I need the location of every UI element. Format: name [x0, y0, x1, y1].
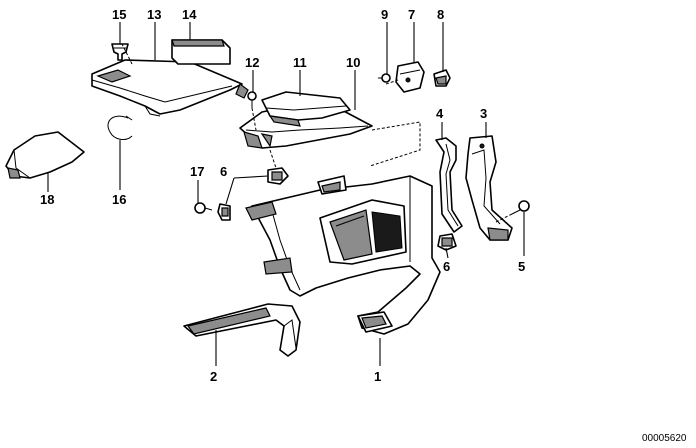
part-8-clip [433, 69, 451, 87]
callout-3: 3 [480, 106, 487, 121]
part-7-mounting-bracket [395, 61, 425, 93]
part-16-spring-clip [107, 115, 133, 140]
callout-16: 16 [112, 192, 126, 207]
callout-9: 9 [381, 7, 388, 22]
part-15-push-clip [111, 43, 129, 61]
callout-8: 8 [437, 7, 444, 22]
leader-lines [47, 22, 525, 366]
callout-18: 18 [40, 192, 54, 207]
document-number: 00005620 [642, 433, 687, 444]
callout-2: 2 [210, 369, 217, 384]
part-3-support-bracket [465, 135, 513, 241]
callout-12: 12 [245, 55, 259, 70]
callout-15: 15 [112, 7, 126, 22]
callout-labels: 1 2 3 4 5 6 6 7 8 9 10 11 12 13 14 15 16… [40, 7, 525, 384]
part-18-cover-cap [5, 131, 85, 179]
part-17-screw [194, 202, 213, 214]
part-12-screw [247, 91, 257, 108]
callout-14: 14 [182, 7, 197, 22]
part-9-screw [378, 73, 391, 83]
assembly-line-10 [369, 121, 421, 167]
part-1-console-side-panel [245, 175, 441, 335]
callout-10: 10 [346, 55, 360, 70]
part-6-nut-upper [267, 167, 289, 185]
part-6-nut-lower [437, 233, 457, 251]
part-2-trim-strip [183, 303, 301, 357]
callout-6-upper: 6 [220, 164, 227, 179]
callout-7: 7 [408, 7, 415, 22]
callout-11: 11 [293, 55, 307, 70]
part-11-duct [261, 91, 351, 127]
assembly-line-6-upper [269, 149, 277, 169]
callout-1: 1 [374, 369, 381, 384]
callout-5: 5 [518, 259, 525, 274]
callout-13: 13 [147, 7, 161, 22]
part-5-screw [511, 200, 530, 215]
assembly-line-15 [121, 43, 133, 65]
callout-17: 17 [190, 164, 204, 179]
part-13-tray [91, 59, 249, 117]
assembly-line-9 [385, 79, 399, 85]
callout-4: 4 [436, 106, 444, 121]
part-6-nut-left [217, 203, 231, 221]
assembly-line-12 [251, 107, 257, 131]
callout-6-lower: 6 [443, 259, 450, 274]
part-14-trim-strip [171, 39, 231, 65]
assembly-line-5 [495, 213, 513, 223]
part-4-support-arm [435, 137, 463, 233]
